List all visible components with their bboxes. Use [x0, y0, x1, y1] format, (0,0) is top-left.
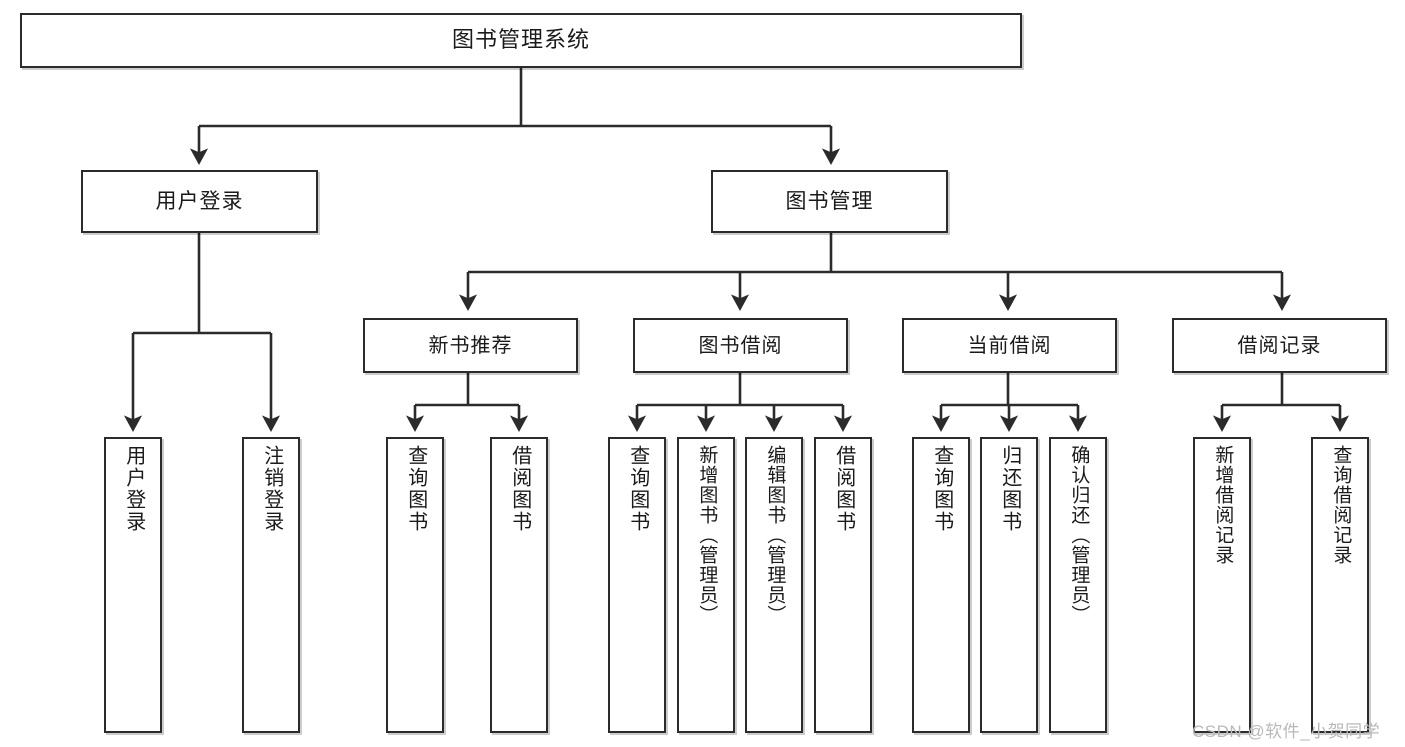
node-new-book-recommend[interactable]: 新书推荐: [363, 318, 578, 373]
node-book-management[interactable]: 图书管理: [711, 170, 948, 233]
node-label: 用户登录: [155, 189, 244, 213]
node-leaf-query-borrow-record[interactable]: 查询借阅记录: [1311, 437, 1369, 733]
node-label: 查询图书: [626, 445, 649, 533]
node-leaf-query-book-current[interactable]: 查询图书: [912, 437, 970, 733]
node-label: 借阅图书: [832, 445, 855, 533]
node-leaf-borrow-book-recommend[interactable]: 借阅图书: [490, 437, 548, 733]
node-label: 图书借阅: [698, 334, 783, 357]
node-label: 新增借阅记录: [1212, 445, 1234, 565]
node-book-borrow[interactable]: 图书借阅: [633, 318, 848, 373]
node-root-book-management-system[interactable]: 图书管理系统: [20, 13, 1022, 68]
node-label: 查询借阅记录: [1330, 445, 1352, 565]
node-leaf-query-book-recommend[interactable]: 查询图书: [386, 437, 444, 733]
node-label: 图书管理: [785, 189, 874, 213]
node-leaf-edit-book-admin[interactable]: 编辑图书（管理员）: [745, 437, 803, 733]
node-leaf-add-borrow-record[interactable]: 新增借阅记录: [1193, 437, 1251, 733]
node-label: 用户登录: [122, 445, 145, 533]
node-leaf-add-book-admin[interactable]: 新增图书（管理员）: [677, 437, 735, 733]
node-label: 查询图书: [930, 445, 953, 533]
node-label: 图书管理系统: [451, 27, 590, 53]
node-label: 新书推荐: [428, 334, 513, 357]
node-user-login[interactable]: 用户登录: [81, 170, 318, 233]
node-leaf-query-book-borrow[interactable]: 查询图书: [608, 437, 666, 733]
node-label: 借阅图书: [508, 445, 531, 533]
node-label: 当前借阅: [967, 334, 1052, 357]
node-label: 编辑图书（管理员）: [764, 445, 786, 625]
node-label: 查询图书: [404, 445, 427, 533]
node-label: 确认归还（管理员）: [1068, 445, 1090, 625]
csdn-watermark: CSDN @软件_小贺同学: [1192, 722, 1381, 741]
node-label: 注销登录: [260, 445, 283, 533]
node-current-borrow[interactable]: 当前借阅: [902, 318, 1117, 373]
node-label: 借阅记录: [1237, 334, 1322, 357]
node-label: 归还图书: [998, 445, 1021, 533]
node-leaf-logout-login[interactable]: 注销登录: [242, 437, 300, 733]
node-leaf-return-book[interactable]: 归还图书: [980, 437, 1038, 733]
node-leaf-borrow-book[interactable]: 借阅图书: [814, 437, 872, 733]
node-borrow-record[interactable]: 借阅记录: [1172, 318, 1387, 373]
node-leaf-confirm-return-admin[interactable]: 确认归还（管理员）: [1049, 437, 1107, 733]
node-leaf-user-login[interactable]: 用户登录: [104, 437, 162, 733]
node-label: 新增图书（管理员）: [696, 445, 718, 625]
